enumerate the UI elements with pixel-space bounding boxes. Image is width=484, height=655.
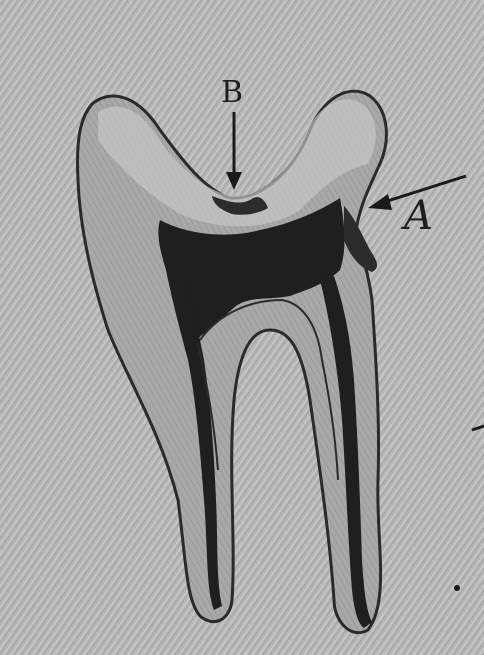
speck xyxy=(454,585,460,591)
